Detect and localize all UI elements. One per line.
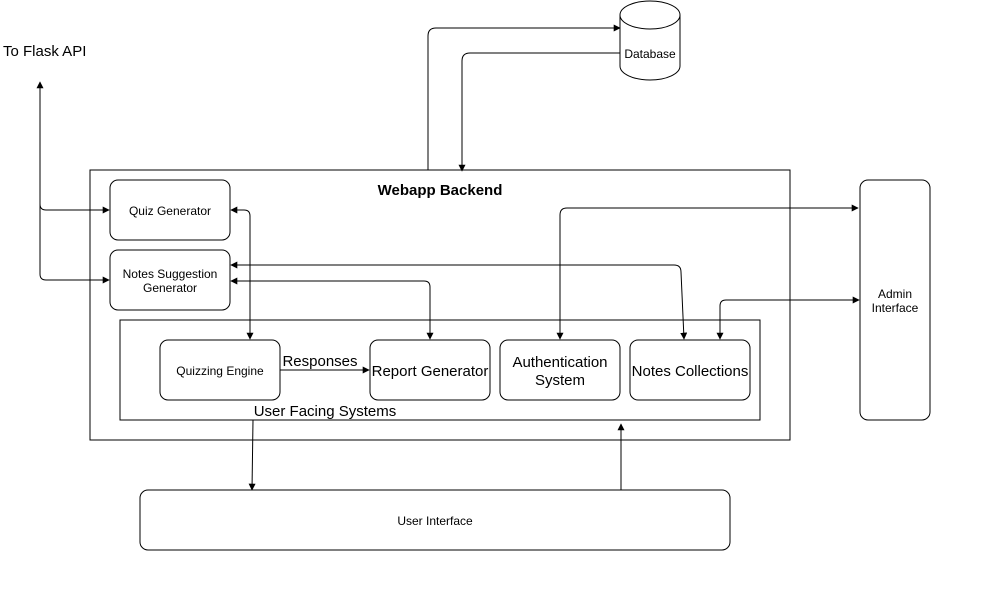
user-interface-box	[139, 489, 731, 551]
notes-collections-label: Notes Collections	[632, 363, 749, 380]
database-cylinder	[619, 0, 681, 81]
user-interface-label: User Interface	[397, 514, 473, 528]
edge-user-facing-to-user-interface	[248, 419, 256, 491]
authentication-label-line2: System	[535, 372, 585, 389]
quizzing-engine-label: Quizzing Engine	[176, 364, 264, 378]
edge-quiz-generator-quizzing-engine	[230, 206, 254, 340]
notes-suggestion-label-line1: Notes Suggestion	[123, 267, 218, 281]
report-generator-box	[369, 339, 491, 401]
user-facing-systems-label: User Facing Systems	[254, 403, 397, 420]
edge-database-to-backend	[458, 52, 620, 172]
admin-interface-box	[859, 179, 931, 421]
quiz-generator-box	[109, 179, 231, 241]
report-generator-label: Report Generator	[372, 363, 489, 380]
edge-notes-collections-admin	[716, 296, 860, 340]
admin-interface-label-line2: Interface	[872, 301, 919, 315]
edge-flask-to-quiz-generator	[39, 200, 110, 214]
edge-authentication-admin	[556, 204, 859, 340]
responses-label: Responses	[282, 353, 357, 370]
notes-collections-box	[629, 339, 751, 401]
authentication-system-box	[499, 339, 621, 401]
authentication-label-line1: Authentication	[512, 354, 607, 371]
admin-interface-label-line1: Admin	[878, 287, 912, 301]
notes-suggestion-generator-box	[109, 249, 231, 311]
webapp-backend-title: Webapp Backend	[378, 182, 503, 199]
database-label: Database	[624, 47, 676, 61]
flask-api-label: To Flask API	[3, 43, 86, 60]
quiz-generator-label: Quiz Generator	[129, 204, 211, 218]
edge-flask-to-notes-suggestion	[39, 205, 110, 284]
edge-backend-to-database	[427, 24, 621, 170]
notes-suggestion-label-line2: Generator	[143, 281, 197, 295]
